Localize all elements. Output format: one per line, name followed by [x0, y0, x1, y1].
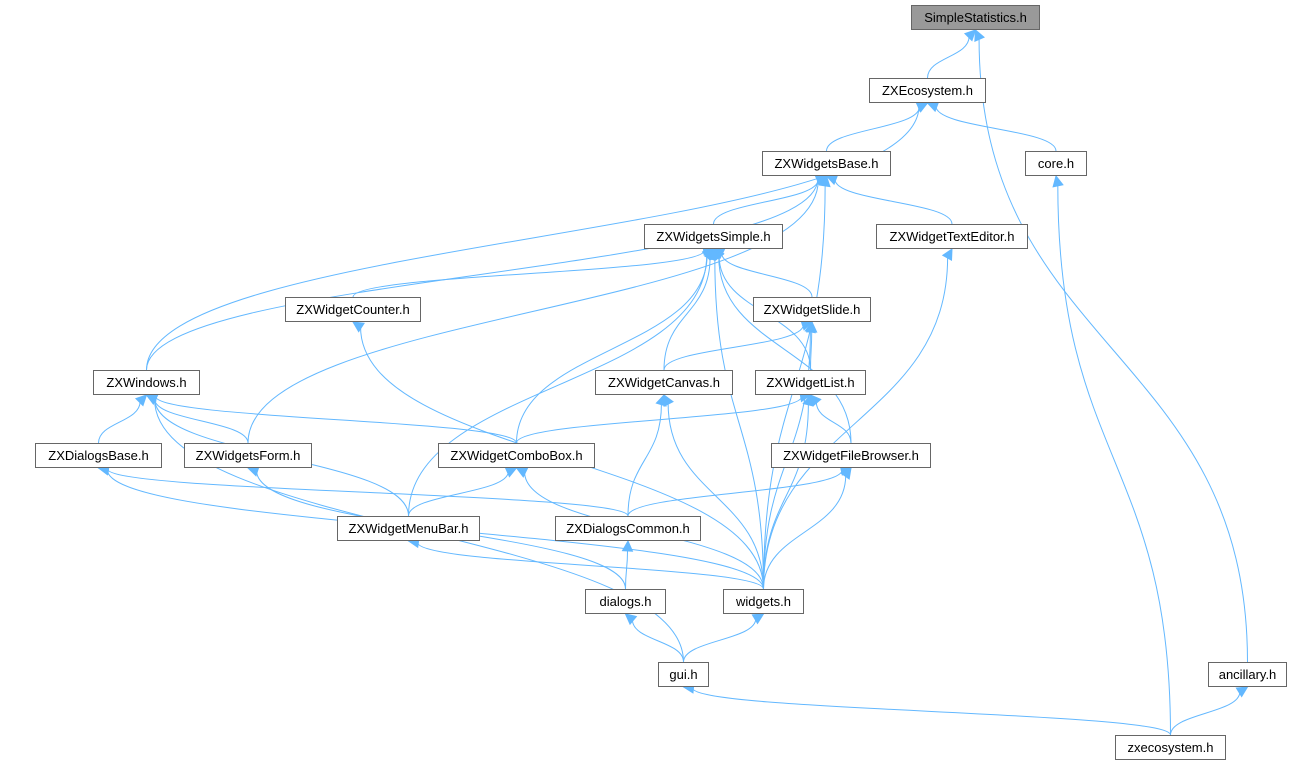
node-ancillary[interactable]: ancillary.h	[1208, 662, 1287, 687]
edge-zxecosystem_lower-to-core	[1057, 184, 1171, 736]
node-zxecosystem-h[interactable]: ZXEcosystem.h	[869, 78, 986, 103]
arrowhead-icon	[134, 394, 148, 407]
edge-zxwidgetfilebrowser-to-zxwidgetssimple	[718, 256, 852, 444]
edge-zxwindows-to-zxecosystem_h	[146, 105, 920, 371]
node-widgets[interactable]: widgets.h	[723, 589, 804, 614]
edge-zxdialogscommon-to-zxdialogsbase	[106, 468, 629, 517]
edge-zxwidgetmenubar-to-zxwidgetcombobox	[408, 471, 509, 517]
node-zxwidgetssimple[interactable]: ZXWidgetsSimple.h	[644, 224, 783, 249]
edge-zxwidgetcanvas-to-zxwidgetslide	[663, 324, 804, 371]
arrowhead-icon	[1235, 686, 1249, 698]
node-dialogs[interactable]: dialogs.h	[585, 589, 666, 614]
arrowhead-icon	[352, 321, 365, 333]
edge-zxwidgetlist-to-zxwidgetslide	[810, 330, 813, 371]
node-zxdialogsbase[interactable]: ZXDialogsBase.h	[35, 443, 162, 468]
arrowhead-icon	[709, 247, 721, 261]
node-zxwidgetfilebrowser[interactable]: ZXWidgetFileBrowser.h	[771, 443, 931, 468]
node-zxwidgetsform[interactable]: ZXWidgetsForm.h	[184, 443, 312, 468]
edge-ancillary-to-simplestatistics	[978, 38, 1248, 663]
edge-widgets-to-zxwidgetfilebrowser	[763, 475, 847, 590]
node-zxwidgetsbase[interactable]: ZXWidgetsBase.h	[762, 151, 891, 176]
arrowhead-icon	[941, 248, 953, 261]
arrowhead-icon	[804, 320, 816, 334]
node-zxwidgetmenubar[interactable]: ZXWidgetMenuBar.h	[337, 516, 480, 541]
arrowhead-icon	[963, 29, 977, 42]
edge-zxwidgetslide-to-zxwidgetssimple	[721, 252, 813, 298]
node-zxwidgetcanvas[interactable]: ZXWidgetCanvas.h	[595, 370, 733, 395]
edge-zxwidgetsform-to-zxwidgetsbase	[247, 179, 819, 444]
arrowhead-icon	[621, 539, 634, 552]
edge-zxwindows-to-zxwidgetsbase	[146, 178, 819, 371]
edge-zxwidgettexteditor-to-zxwidgetsbase	[834, 179, 953, 225]
edge-zxdialogscommon-to-zxwidgetfilebrowser	[627, 469, 843, 517]
arrowhead-icon	[515, 467, 529, 478]
arrowhead-icon	[751, 613, 765, 625]
edge-zxwidgetcombobox-to-zxwindows	[154, 395, 517, 444]
edge-zxwidgetcombobox-to-zxwidgetssimple	[516, 255, 708, 444]
edge-zxwidgetcanvas-to-zxwidgetssimple	[663, 257, 711, 371]
node-zxwidgetlist[interactable]: ZXWidgetList.h	[755, 370, 866, 395]
node-core[interactable]: core.h	[1025, 151, 1087, 176]
edge-core-to-zxecosystem_h	[935, 106, 1057, 152]
arrowhead-icon	[840, 467, 852, 480]
edge-widgets-to-zxwidgetlist	[763, 403, 809, 590]
arrowhead-icon	[802, 393, 814, 407]
edge-widgets-to-zxwidgetmenubar	[416, 541, 764, 590]
edge-gui-to-dialogs	[631, 619, 684, 663]
edge-zxwidgetmenubar-to-zxwidgetssimple	[408, 254, 708, 517]
edge-zxwidgetssimple-to-zxwidgetsbase	[713, 179, 819, 225]
edge-zxwidgetfilebrowser-to-zxwidgetlist	[815, 401, 852, 444]
arrowhead-icon	[1052, 174, 1064, 188]
node-zxwidgetcombobox[interactable]: ZXWidgetComboBox.h	[438, 443, 595, 468]
edge-zxdialogscommon-to-zxwidgetcanvas	[627, 403, 662, 517]
edge-gui-to-widgets	[683, 618, 757, 663]
arrowhead-icon	[974, 28, 985, 42]
edge-zxwidgetsform-to-zxwindows	[154, 398, 249, 444]
edge-zxwidgetcombobox-to-zxwidgetlist	[516, 396, 803, 444]
node-zxwidgettexteditor[interactable]: ZXWidgetTextEditor.h	[876, 224, 1028, 249]
arrowhead-icon	[819, 174, 831, 188]
arrowhead-icon	[624, 613, 638, 626]
node-simplestatistics[interactable]: SimpleStatistics.h	[911, 5, 1040, 30]
edge-zxecosystem_lower-to-ancillary	[1170, 691, 1241, 736]
edge-zxwidgetcounter-to-zxwidgetssimple	[352, 249, 706, 298]
node-zxecosystem-lower[interactable]: zxecosystem.h	[1115, 735, 1226, 760]
edge-zxecosystem_lower-to-gui	[691, 687, 1171, 736]
edge-widgets-to-zxwidgetssimple	[714, 257, 764, 590]
node-zxwidgetcounter[interactable]: ZXWidgetCounter.h	[285, 297, 421, 322]
node-zxdialogscommon[interactable]: ZXDialogsCommon.h	[555, 516, 701, 541]
node-zxwindows[interactable]: ZXWindows.h	[93, 370, 200, 395]
edge-dialogs-to-zxdialogscommon	[625, 549, 629, 590]
edge-zxecosystem_h-to-simplestatistics	[927, 36, 970, 79]
node-gui[interactable]: gui.h	[658, 662, 709, 687]
edge-zxwidgetsbase-to-zxecosystem_h	[826, 106, 920, 152]
arrowhead-icon	[663, 394, 674, 407]
edge-zxdialogsbase-to-zxwindows	[98, 401, 141, 444]
node-zxwidgetslide[interactable]: ZXWidgetSlide.h	[753, 297, 871, 322]
edge-widgets-to-zxwidgetcanvas	[667, 403, 764, 590]
edge-widgets-to-zxwidgettexteditor	[763, 256, 949, 590]
